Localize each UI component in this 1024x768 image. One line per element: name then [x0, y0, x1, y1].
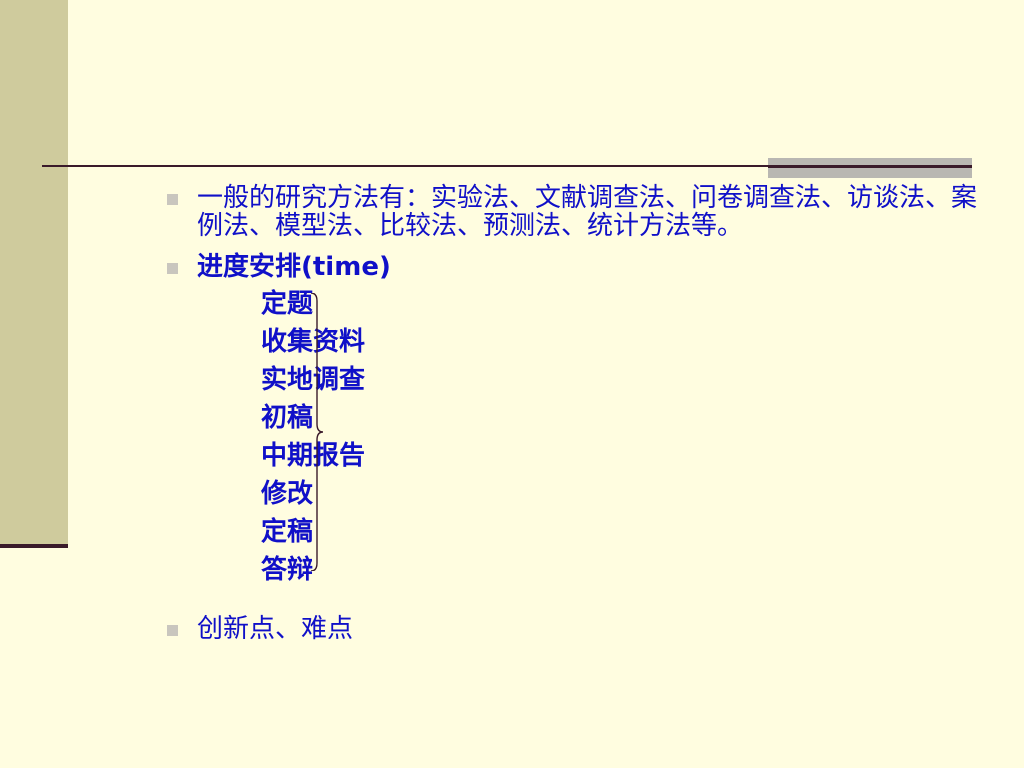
slide-body: 一般的研究方法有：实验法、文献调查法、问卷调查法、访谈法、案例法、模型法、比较法… — [166, 184, 986, 643]
bullet-schedule: 进度安排(time) — [166, 253, 986, 281]
square-bullet-icon — [167, 263, 178, 274]
schedule-title: 进度安排(time) — [197, 252, 391, 282]
schedule-item-1: 定题 — [261, 289, 314, 319]
square-bullet-icon — [167, 194, 178, 205]
schedule-item-5: 中期报告 — [261, 441, 366, 471]
schedule-item-8: 答辩 — [261, 555, 314, 585]
methods-text: 一般的研究方法有：实验法、文献调查法、问卷调查法、访谈法、案例法、模型法、比较法… — [197, 183, 978, 241]
schedule-item-4: 初稿 — [261, 403, 314, 433]
schedule-item-3: 实地调查 — [261, 365, 366, 395]
left-decor-bar — [0, 0, 68, 546]
schedule-item-2: 收集资料 — [261, 327, 366, 357]
schedule-list: 定题 收集资料 实地调查 初稿 中期报告 修改 定稿 答辩 — [261, 285, 986, 603]
bullet-innovation: 创新点、难点 — [166, 615, 986, 643]
bullet-methods: 一般的研究方法有：实验法、文献调查法、问卷调查法、访谈法、案例法、模型法、比较法… — [166, 184, 986, 240]
left-bar-divider — [0, 544, 68, 548]
square-bullet-icon — [167, 625, 178, 636]
schedule-item-7: 定稿 — [261, 517, 314, 547]
schedule-item-6: 修改 — [261, 479, 314, 509]
innovation-text: 创新点、难点 — [197, 614, 354, 644]
rule-accent-block — [768, 158, 972, 178]
title-rule — [42, 165, 972, 167]
right-brace-icon — [310, 293, 324, 571]
